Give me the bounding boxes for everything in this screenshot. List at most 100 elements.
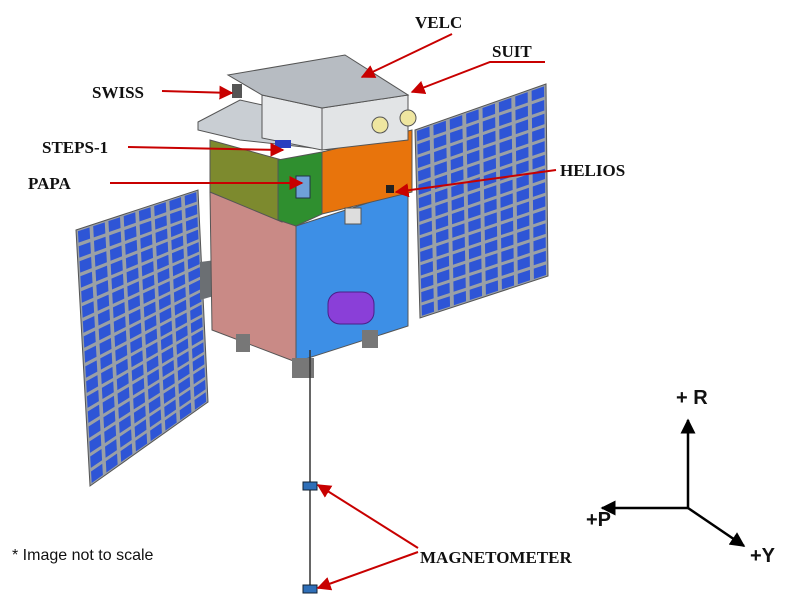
swiss-instrument	[232, 84, 242, 98]
solar-cell	[82, 301, 95, 318]
solar-cell	[482, 130, 496, 146]
solar-cell	[436, 242, 449, 257]
solar-cell	[138, 207, 152, 222]
axis-label-y: +Y	[750, 545, 776, 567]
solar-cell	[81, 286, 94, 303]
solar-cell	[169, 197, 182, 211]
solar-cell	[154, 215, 167, 230]
solar-cell	[155, 228, 168, 243]
solar-cell	[178, 376, 191, 395]
solar-cell	[435, 188, 448, 203]
solar-cell	[105, 439, 117, 458]
solar-cell	[98, 323, 111, 341]
solar-cell	[86, 375, 99, 393]
helios-instrument	[386, 185, 394, 193]
solar-cell	[186, 229, 199, 244]
solar-cell	[194, 392, 207, 410]
solar-cell	[466, 136, 480, 152]
suit-aperture	[371, 116, 389, 134]
solar-cell	[158, 281, 171, 297]
solar-cell	[531, 86, 545, 102]
solar-cell	[515, 105, 528, 121]
solar-cell	[156, 241, 169, 257]
solar-cell	[500, 206, 514, 222]
solar-cell	[119, 415, 131, 434]
solar-cell	[150, 422, 162, 442]
solar-cell	[101, 366, 114, 385]
solar-cell	[141, 247, 154, 263]
solar-cell	[417, 153, 431, 168]
solar-cell	[91, 463, 103, 483]
solar-cell	[130, 350, 143, 368]
solar-cell	[418, 166, 431, 182]
solar-cell	[111, 273, 124, 290]
solar-cell	[435, 228, 449, 244]
solar-cell	[516, 187, 530, 203]
solar-cell	[417, 140, 431, 155]
solar-cell	[89, 434, 102, 453]
solar-cell	[532, 182, 546, 197]
solar-cell	[132, 377, 145, 396]
solar-cell	[450, 155, 464, 171]
solar-cell	[163, 386, 176, 404]
solar-cell	[192, 354, 205, 372]
solar-cell	[501, 275, 515, 290]
solar-cell	[436, 269, 450, 284]
suit-aperture-2	[399, 109, 417, 127]
papa-instrument	[295, 175, 311, 199]
solar-cell	[160, 333, 173, 351]
solar-cell	[170, 209, 183, 224]
solar-cell	[532, 196, 546, 211]
solar-cell	[437, 282, 450, 298]
solar-cell	[145, 342, 158, 359]
solar-cell	[469, 272, 482, 287]
spacecraft-bus	[197, 54, 417, 378]
callout-arrows	[110, 33, 557, 591]
solar-cell	[84, 345, 97, 363]
solar-cell	[516, 160, 529, 176]
solar-cell	[450, 128, 463, 144]
solar-cell	[101, 381, 114, 399]
solar-cell	[500, 179, 513, 195]
solar-cell	[501, 261, 514, 276]
solar-cell	[482, 117, 496, 132]
solar-cell	[185, 204, 198, 219]
solar-cell	[419, 220, 433, 236]
solar-cell	[531, 113, 545, 129]
solar-cell	[188, 267, 201, 283]
solar-cell	[485, 280, 499, 295]
solar-cell	[435, 215, 449, 230]
solar-cell	[179, 402, 192, 421]
solar-cell	[174, 299, 187, 316]
solar-cell	[130, 336, 143, 354]
solar-cell	[468, 217, 481, 233]
solar-cell	[126, 267, 139, 283]
solar-cell	[485, 266, 498, 282]
solar-cell	[467, 190, 481, 206]
solar-cell	[88, 419, 101, 438]
solar-cell	[86, 389, 99, 408]
solar-cell	[119, 429, 132, 448]
solar-cell	[83, 330, 96, 348]
solar-cell	[187, 254, 200, 270]
solar-cell	[146, 355, 159, 373]
solar-cell	[433, 134, 447, 149]
solar-cell	[515, 119, 529, 135]
solar-cell	[110, 259, 123, 276]
solar-cell	[78, 242, 91, 258]
solar-cell	[149, 409, 162, 428]
solar-cell	[468, 231, 482, 246]
solar-cell	[120, 443, 133, 463]
solar-cell	[191, 329, 204, 346]
solar-cell	[184, 192, 197, 206]
panel-frame	[75, 189, 209, 487]
solar-cell	[533, 209, 546, 225]
solar-cell	[97, 294, 110, 311]
solar-cell	[420, 274, 434, 289]
solar-cell	[170, 222, 183, 238]
solar-cell	[128, 308, 141, 326]
solar-cell	[145, 328, 158, 346]
solar-cell	[452, 250, 466, 265]
solar-cell	[531, 100, 545, 115]
label-magnetometer: MAGNETOMETER	[420, 548, 572, 567]
